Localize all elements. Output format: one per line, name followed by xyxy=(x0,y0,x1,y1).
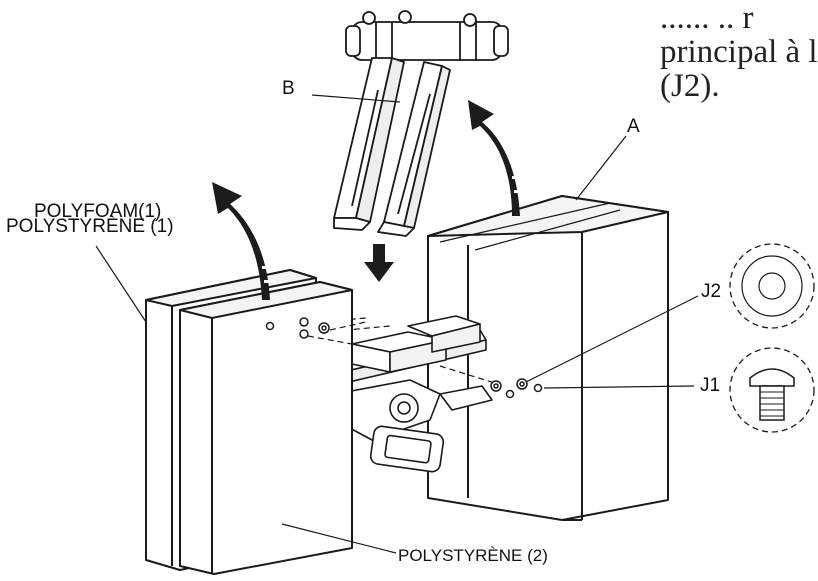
cropped-text-line: ...... .. r xyxy=(660,0,754,36)
label-polystyrene-2: POLYSTYRÈNE (2) xyxy=(398,546,548,565)
down-arrow-icon xyxy=(364,244,394,282)
label-b: B xyxy=(282,78,295,99)
bolt-detail-icon xyxy=(729,347,815,433)
leader-line-j2 xyxy=(525,295,699,383)
label-polyfoam-1: POLYFOAM(1) xyxy=(34,201,162,222)
curved-arrow-left-icon xyxy=(212,182,276,300)
cropped-instruction-text: ...... .. r principal à l (J2). xyxy=(660,0,818,104)
polystyrene-block-a xyxy=(427,195,669,521)
cropped-text-line: principal à l xyxy=(660,34,818,70)
leader-line-b xyxy=(311,94,401,103)
washer-detail-icon xyxy=(729,243,815,329)
label-a: A xyxy=(627,116,640,137)
frame-part-b xyxy=(333,10,509,237)
label-polystyrene-1: POLYSTYRÈNE (1) xyxy=(6,216,174,237)
left-bolts xyxy=(265,317,367,345)
label-j1: J1 xyxy=(700,375,721,396)
leader-line-j1 xyxy=(543,385,695,389)
cropped-text-line: (J2). xyxy=(660,68,720,104)
label-j2: J2 xyxy=(701,281,722,302)
leader-line-polystyrene-2 xyxy=(281,523,397,554)
leader-line-a xyxy=(575,135,627,201)
leader-line-polystyrene-1 xyxy=(95,245,147,323)
curved-arrow-right-icon xyxy=(468,100,526,216)
